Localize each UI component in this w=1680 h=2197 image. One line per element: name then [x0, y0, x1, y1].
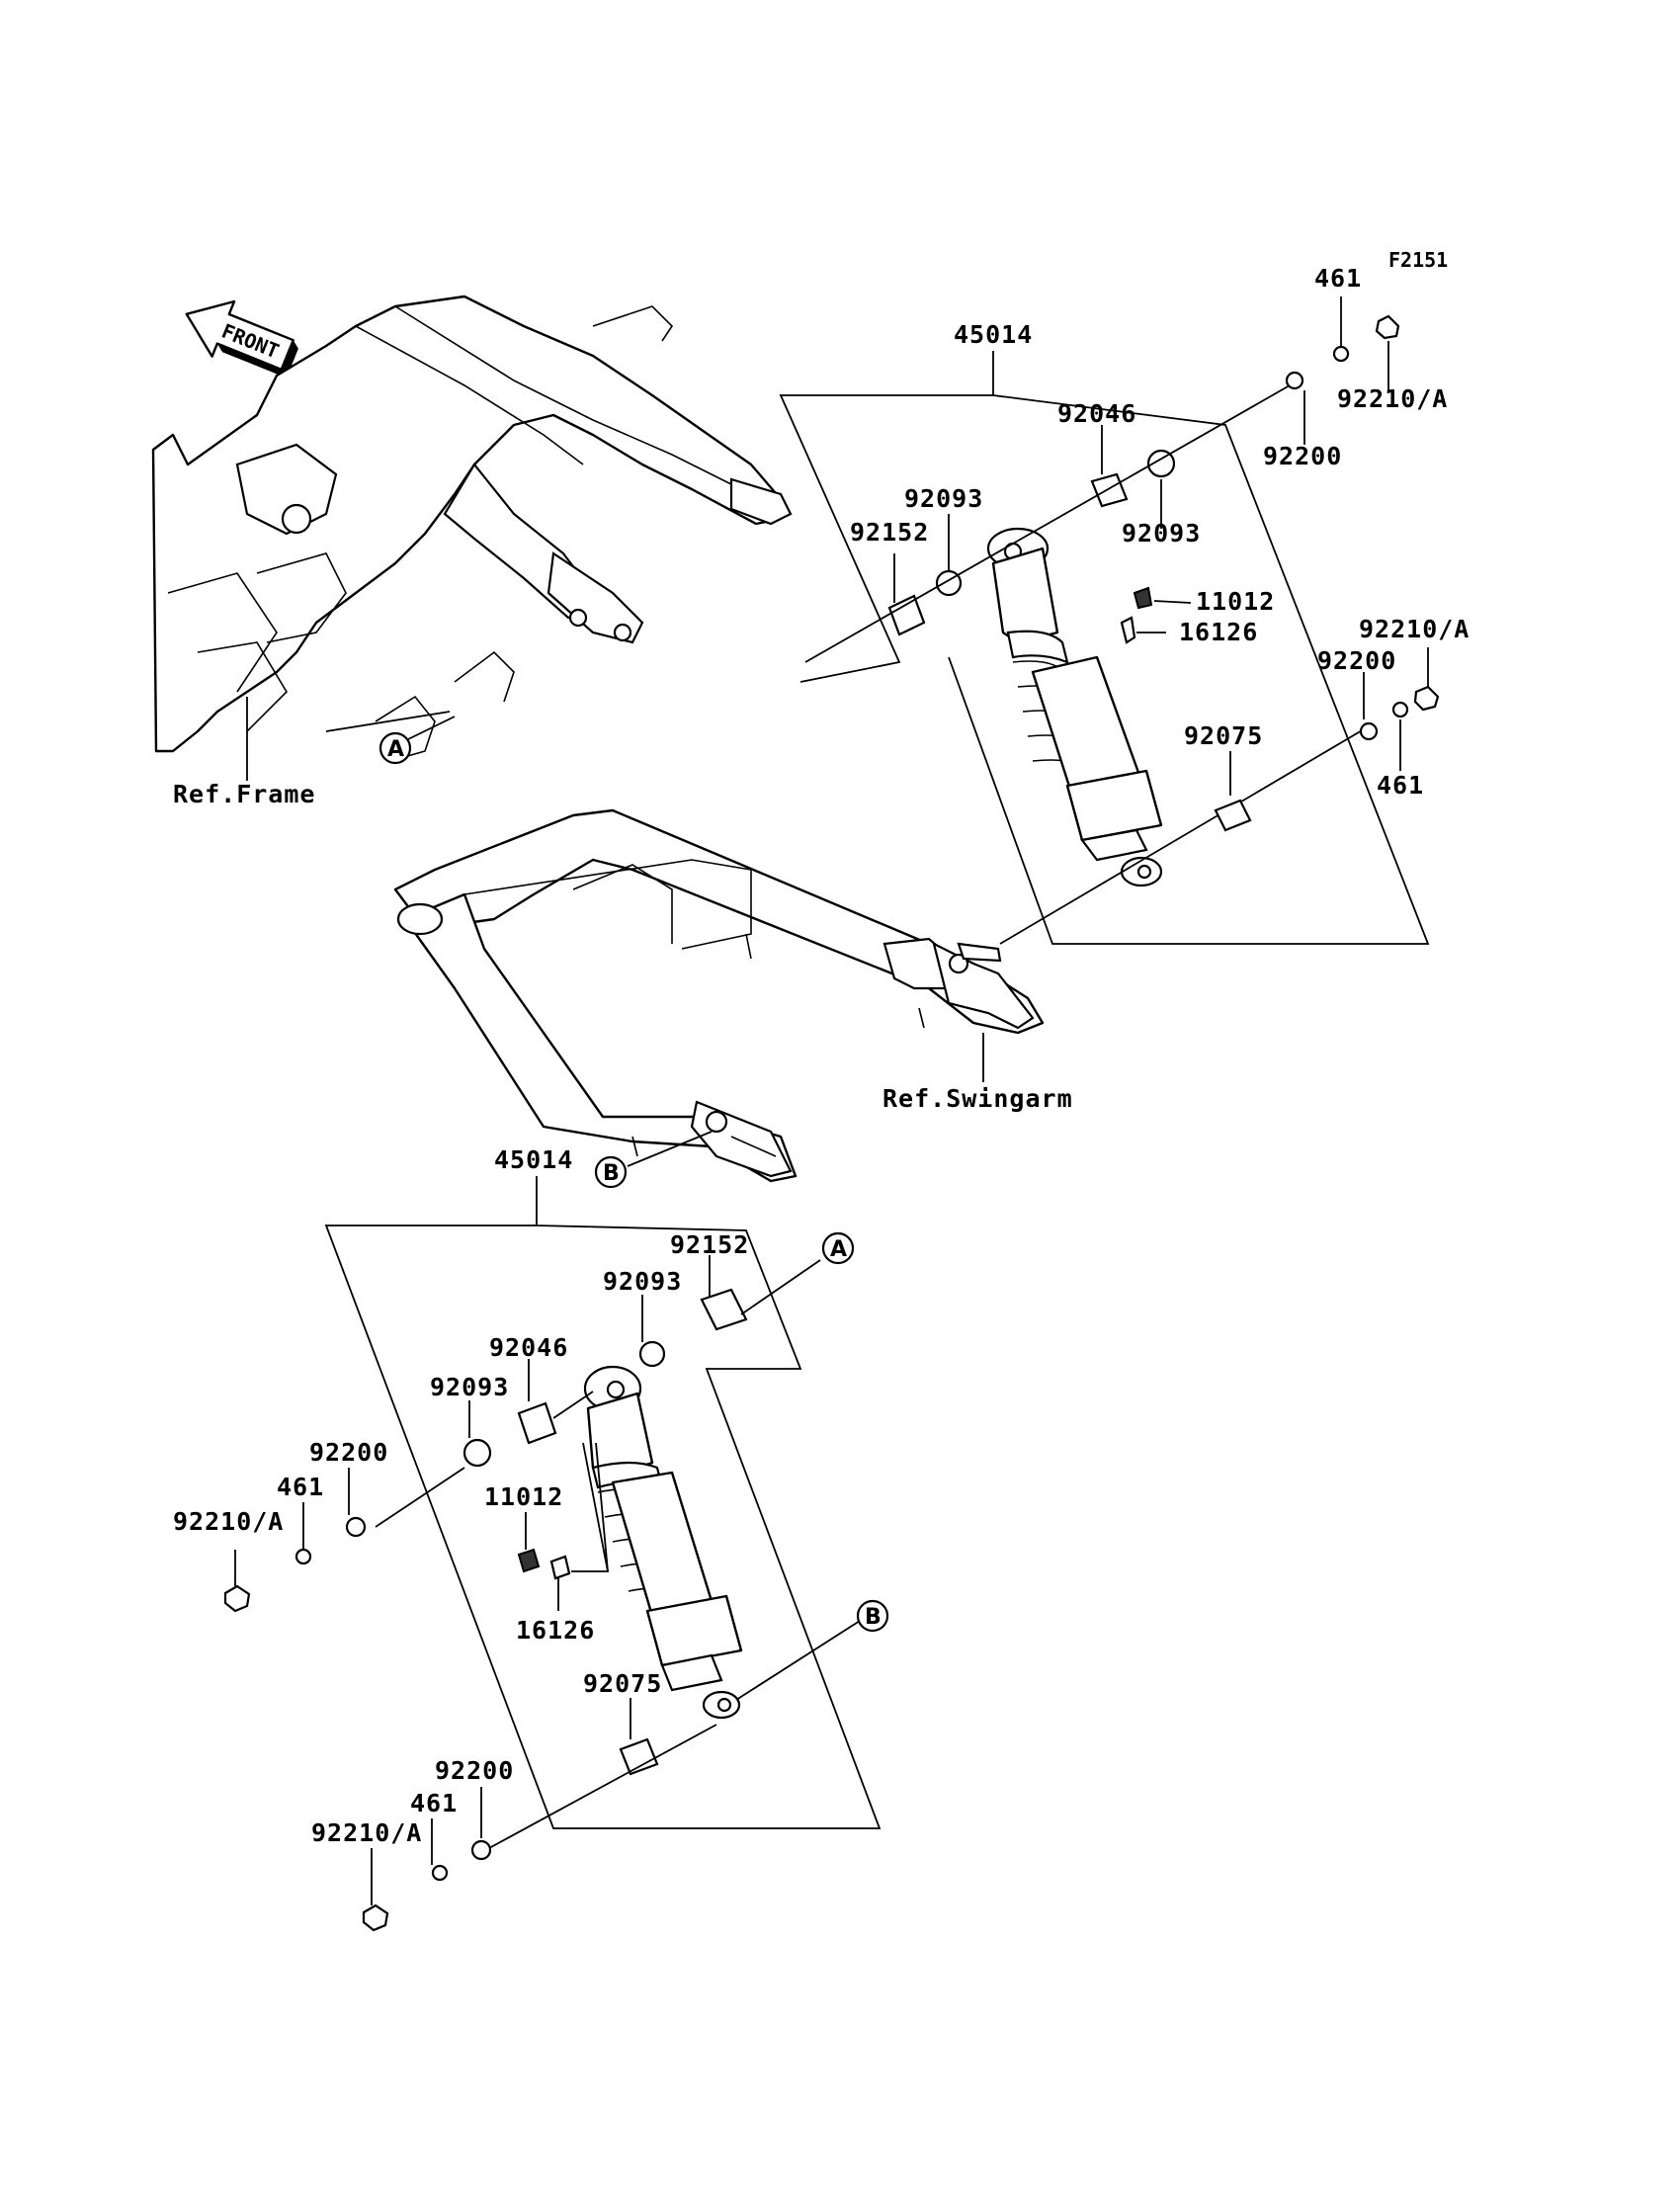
top-label-92093-b: 92093: [1122, 519, 1201, 548]
marker-b-mid: B: [594, 1155, 628, 1189]
top-label-92093-a: 92093: [904, 484, 983, 513]
mid-label-92210A: 92210/A: [1359, 615, 1470, 643]
svg-text:B: B: [603, 1161, 620, 1186]
frame-illustration: [151, 295, 793, 762]
mid-label-461: 461: [1377, 771, 1424, 800]
ref-swingarm-label: Ref.Swingarm: [882, 1084, 1073, 1113]
top-hardware: [804, 296, 1440, 963]
bottom-label-92152: 92152: [670, 1230, 749, 1259]
bottom-assembly-number: 45014: [494, 1145, 573, 1174]
bottom-label-92200-top: 92200: [309, 1438, 388, 1467]
marker-b-bottom: B: [856, 1599, 889, 1633]
bottom-shock-absorber: [583, 1365, 743, 1720]
svg-text:B: B: [865, 1605, 882, 1630]
top-label-461: 461: [1314, 264, 1362, 293]
swingarm-illustration: [393, 808, 1045, 1183]
top-label-11012: 11012: [1196, 587, 1275, 616]
top-label-92046: 92046: [1057, 399, 1136, 428]
top-assembly-number: 45014: [954, 320, 1033, 349]
top-label-16126: 16126: [1179, 618, 1258, 646]
marker-a-bottom: A: [821, 1231, 855, 1265]
bottom-hardware: A B: [223, 1231, 889, 1932]
bottom-label-92093-a: 92093: [603, 1267, 682, 1296]
svg-text:A: A: [830, 1237, 847, 1262]
top-label-92075: 92075: [1184, 721, 1263, 750]
svg-text:A: A: [387, 737, 404, 762]
bottom-label-92046: 92046: [489, 1333, 568, 1362]
figure-code: F2151: [1388, 248, 1448, 272]
bottom-label-11012: 11012: [484, 1482, 563, 1511]
top-shock-absorber: [986, 527, 1163, 887]
top-label-92200: 92200: [1263, 442, 1342, 470]
bottom-label-92075: 92075: [583, 1669, 662, 1698]
bottom-label-461-bot: 461: [410, 1789, 458, 1817]
bottom-label-461-top: 461: [277, 1473, 324, 1501]
bottom-label-92210A-top: 92210/A: [173, 1507, 284, 1536]
top-label-92152: 92152: [850, 518, 929, 547]
ref-frame-label: Ref.Frame: [173, 780, 315, 808]
bottom-label-92210A-bot: 92210/A: [311, 1818, 422, 1847]
bottom-label-92200-bot: 92200: [435, 1756, 514, 1785]
bottom-label-16126: 16126: [516, 1616, 595, 1645]
top-label-92210A: 92210/A: [1337, 384, 1448, 413]
marker-a-top: A: [378, 731, 412, 765]
mid-label-92200: 92200: [1317, 646, 1396, 675]
bottom-label-92093-b: 92093: [430, 1373, 509, 1401]
